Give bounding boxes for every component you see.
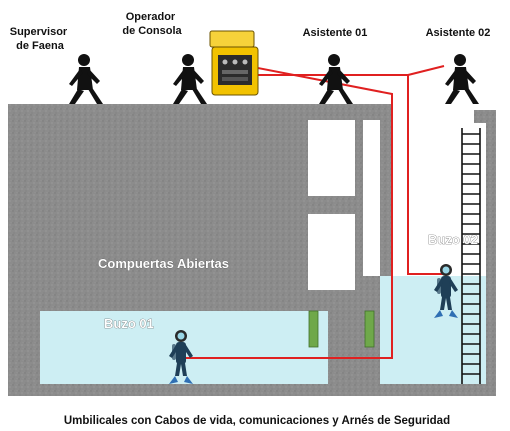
supervisor-label: Supervisor de Faena [10, 26, 71, 52]
operator-label-line2: de Consola [122, 25, 182, 37]
operator-figure [173, 54, 207, 104]
supervisor-label-line1: Supervisor [10, 26, 68, 38]
assistant1-label: Asistente 01 [303, 27, 368, 39]
diver1-label: Buzo 01 [104, 316, 154, 331]
supervisor-label-line2: de Faena [16, 40, 65, 52]
umbilical-assistant2-hand [407, 65, 445, 76]
caption: Umbilicales con Cabos de vida, comunicac… [64, 415, 450, 427]
dive-console [209, 30, 259, 96]
gate-opening-slot [363, 120, 380, 276]
assistant2-label: Asistente 02 [426, 27, 491, 39]
ladder [461, 128, 481, 384]
umbilical-diver1 [178, 62, 393, 359]
gates-label: Compuertas Abiertas [98, 256, 229, 271]
assistant1-figure [319, 54, 353, 104]
operator-label-line1: Operador [126, 11, 176, 23]
gate-opening-upper [308, 120, 355, 196]
supervisor-figure [69, 54, 103, 104]
assistant2-figure [445, 54, 479, 104]
gate-panel-left [308, 310, 319, 348]
water-right-chamber [380, 276, 486, 384]
operator-label: Operador de Consola [122, 11, 182, 37]
gate-opening-lower [308, 214, 355, 290]
gate-panel-right [364, 310, 375, 348]
diver2-label: Buzo 02 [428, 232, 478, 247]
